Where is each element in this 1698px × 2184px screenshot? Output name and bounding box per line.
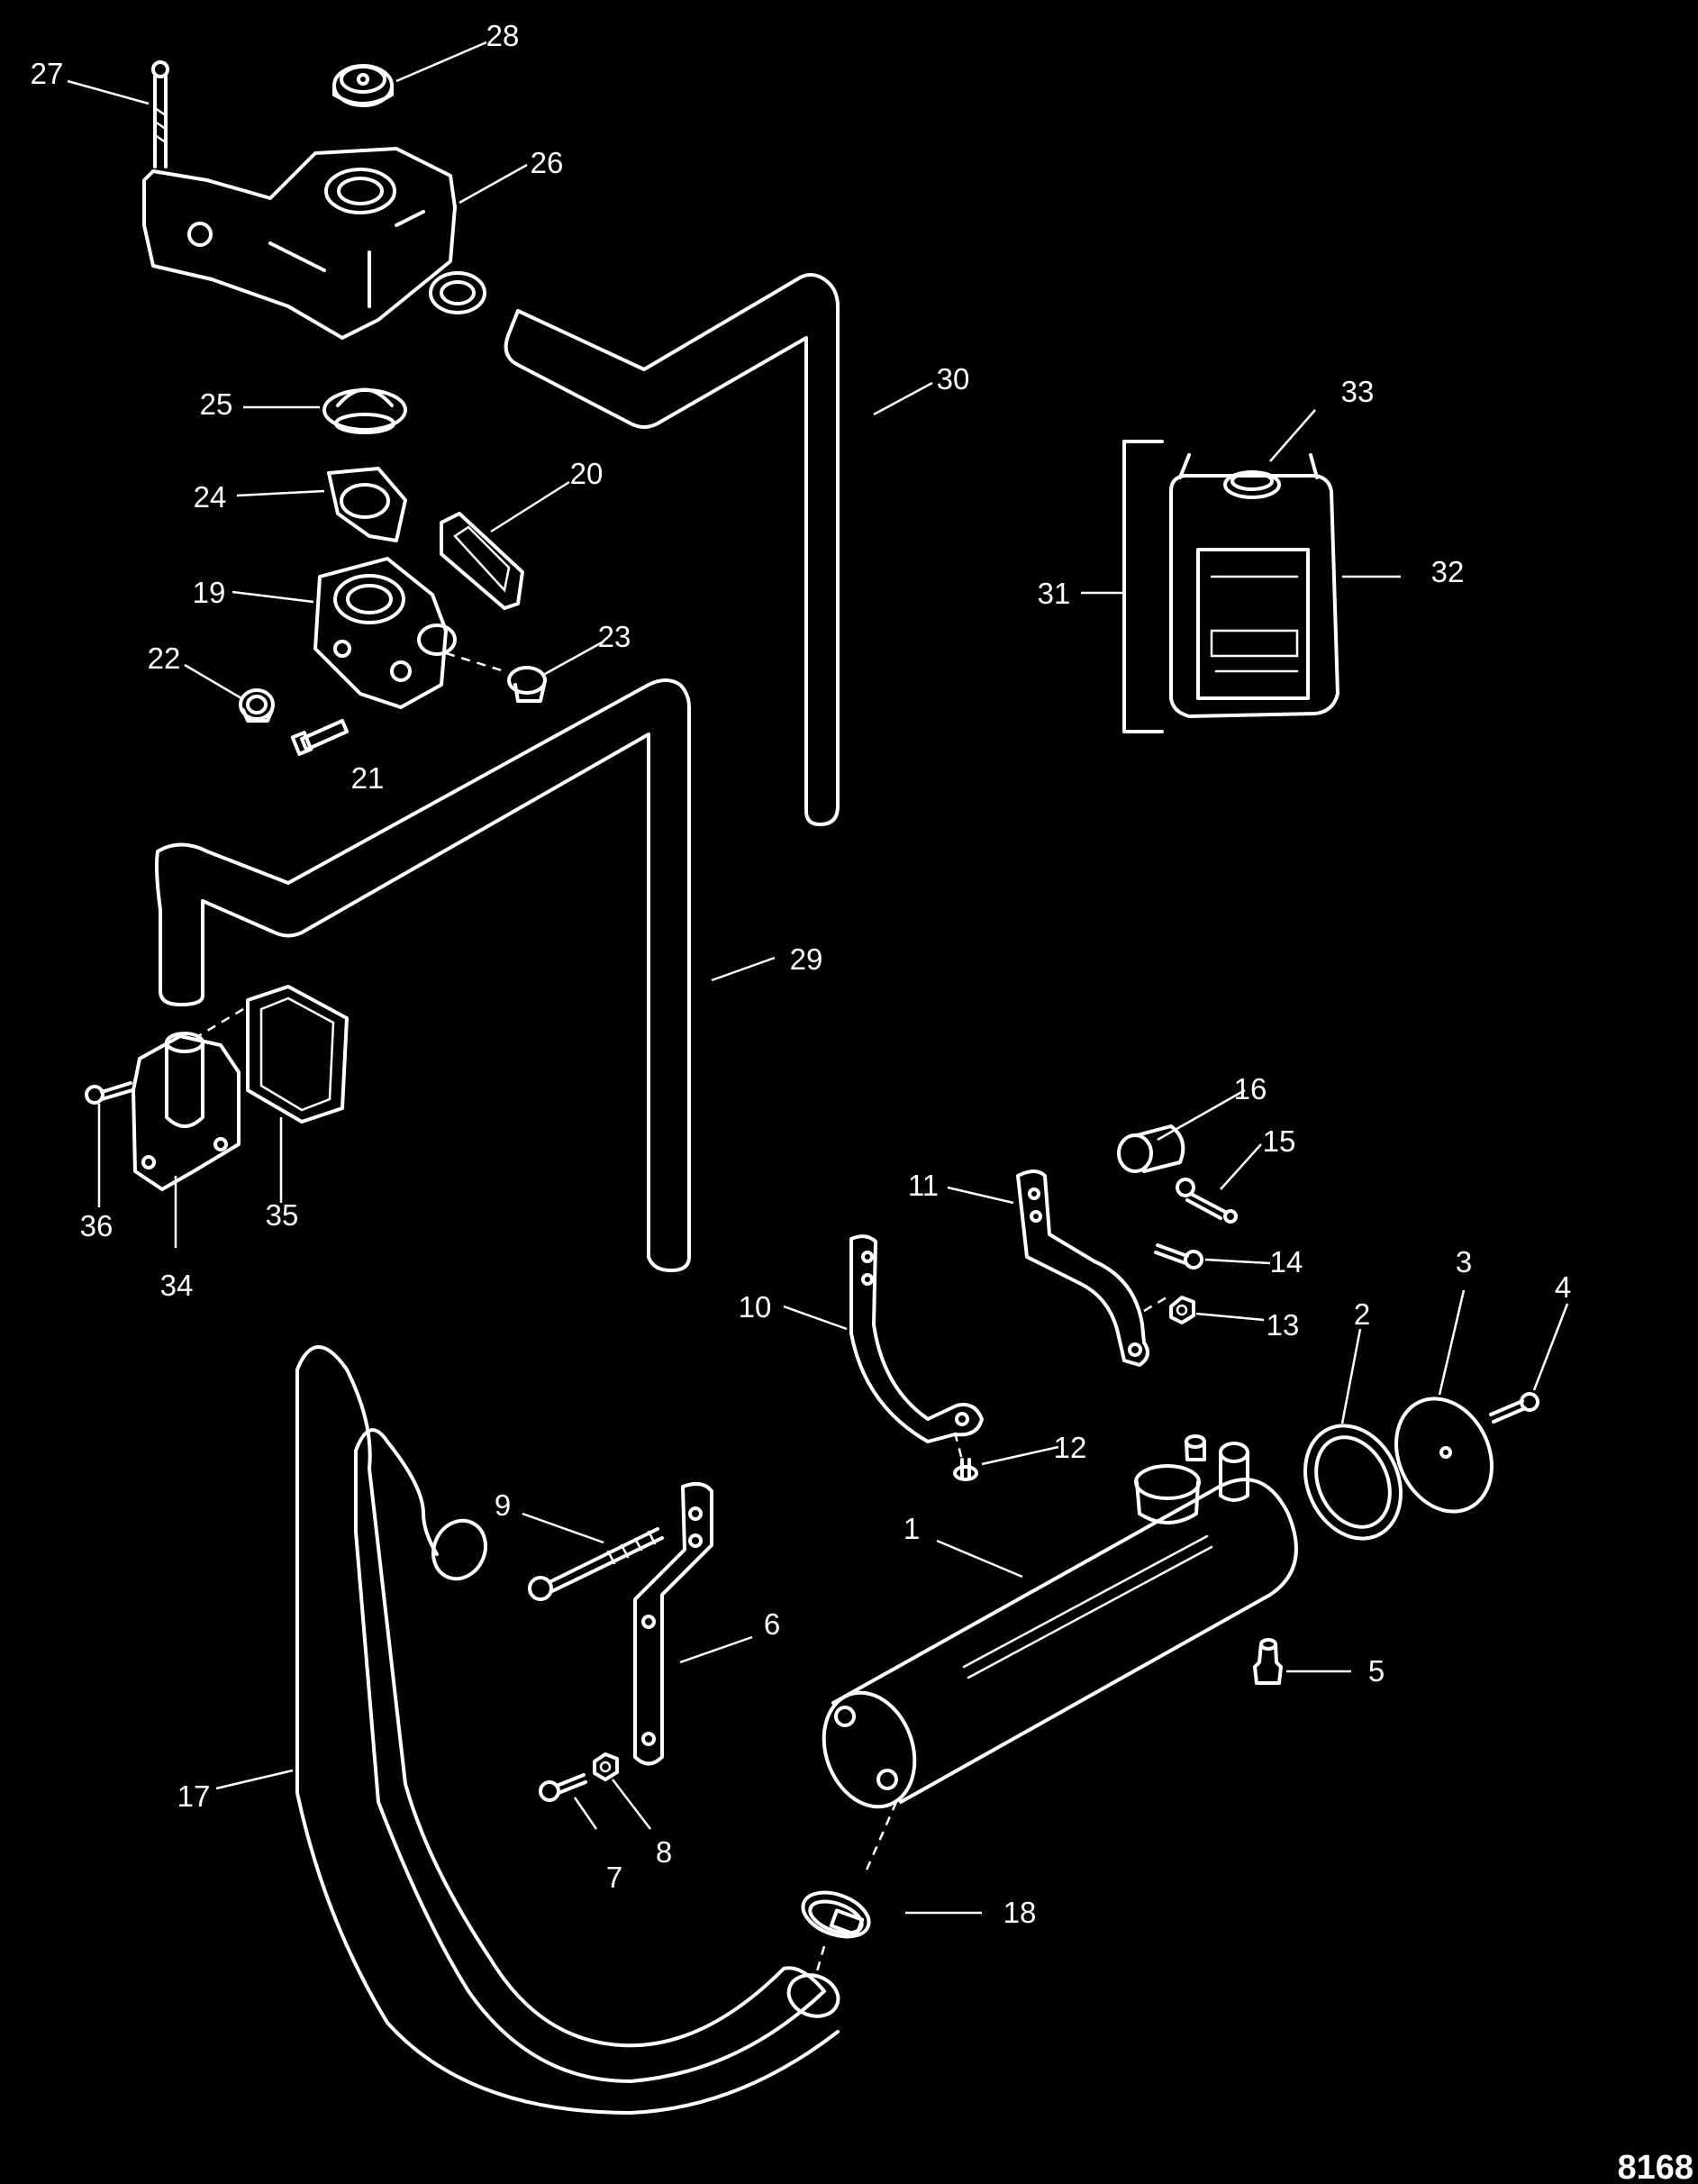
callout-15: 15 — [1263, 1124, 1296, 1158]
callout-9: 9 — [495, 1488, 511, 1522]
callout-32: 32 — [1431, 555, 1465, 588]
callout-24: 24 — [194, 480, 227, 514]
callout-23: 23 — [598, 620, 631, 653]
part-36-screw — [85, 1081, 134, 1105]
part-9-bolt — [528, 1527, 664, 1601]
callout-22: 22 — [148, 642, 181, 675]
part-30-hose — [504, 273, 840, 826]
part-14-screw — [1154, 1243, 1203, 1269]
callout-17: 17 — [177, 1779, 211, 1813]
callout-36: 36 — [80, 1209, 114, 1242]
callout-16: 16 — [1234, 1072, 1267, 1106]
part-13-nut — [1169, 1296, 1195, 1324]
callout-19: 19 — [193, 576, 226, 609]
part-33-reservoir-cap — [1223, 470, 1281, 499]
callout-29: 29 — [790, 942, 823, 976]
callout-11: 11 — [908, 1169, 939, 1202]
part-24-gasket — [327, 467, 407, 542]
callout-26: 26 — [531, 146, 564, 179]
callout-3: 3 — [1456, 1245, 1472, 1279]
part-27-bolt — [151, 60, 169, 168]
part-22-plug — [239, 688, 275, 723]
part-35-gasket — [197, 985, 349, 1124]
callout-labels: 27 28 26 25 24 20 19 22 23 21 30 33 31 3… — [31, 19, 1572, 1929]
part-6-bracket — [633, 1481, 713, 1766]
part-28-cap — [332, 64, 394, 107]
part-16-spacer — [1117, 1124, 1185, 1173]
part-11-bracket — [1016, 1169, 1167, 1367]
part-23-plug — [507, 666, 547, 703]
callout-7: 7 — [606, 1861, 622, 1894]
callout-8: 8 — [656, 1835, 672, 1869]
part-31-bracket — [1122, 440, 1164, 733]
part-3-end-cap — [1394, 1397, 1494, 1514]
callout-6: 6 — [764, 1607, 780, 1641]
part-19-thermostat-base — [313, 557, 505, 709]
part-5-fitting — [1253, 1638, 1283, 1685]
part-21-bolt — [290, 719, 349, 756]
callout-21: 21 — [351, 761, 385, 795]
leader-lines — [67, 41, 1569, 1915]
callout-27: 27 — [31, 57, 64, 90]
part-4-screw — [1489, 1392, 1539, 1424]
part-34-cover — [132, 1032, 241, 1191]
callout-1: 1 — [903, 1512, 920, 1545]
part-32-reservoir — [1169, 453, 1339, 718]
callout-10: 10 — [739, 1290, 772, 1324]
part-18-clamp — [801, 1801, 898, 1979]
figure-number: 8168 — [1617, 2149, 1693, 2184]
part-17-hose-ends — [431, 1518, 840, 2018]
callout-33: 33 — [1341, 375, 1375, 408]
callout-13: 13 — [1267, 1308, 1300, 1342]
callout-31: 31 — [1038, 577, 1071, 610]
callout-2: 2 — [1354, 1297, 1370, 1331]
part-2-seal — [1303, 1424, 1403, 1541]
callout-30: 30 — [937, 362, 970, 396]
part-12-screw — [953, 1458, 978, 1481]
part-1-heat-exchanger — [822, 1434, 1298, 1809]
part-15-bolt — [1176, 1178, 1238, 1224]
callout-5: 5 — [1368, 1654, 1385, 1688]
part-8-nut — [593, 1752, 619, 1781]
callout-25: 25 — [200, 387, 233, 421]
callout-20: 20 — [570, 457, 604, 490]
callout-28: 28 — [486, 19, 520, 52]
part-29-hose — [155, 678, 691, 1272]
part-26-thermostat-housing — [142, 147, 486, 340]
callout-35: 35 — [266, 1198, 299, 1232]
callout-12: 12 — [1054, 1431, 1087, 1464]
part-17-hose — [295, 1345, 840, 2115]
callout-4: 4 — [1555, 1270, 1571, 1304]
part-25-thermostat — [322, 387, 407, 434]
callout-34: 34 — [160, 1269, 194, 1302]
part-20-gasket — [440, 512, 524, 610]
callout-14: 14 — [1270, 1245, 1303, 1279]
part-10-bracket — [849, 1234, 984, 1461]
callout-18: 18 — [1003, 1896, 1037, 1929]
part-7-screw — [539, 1773, 587, 1802]
